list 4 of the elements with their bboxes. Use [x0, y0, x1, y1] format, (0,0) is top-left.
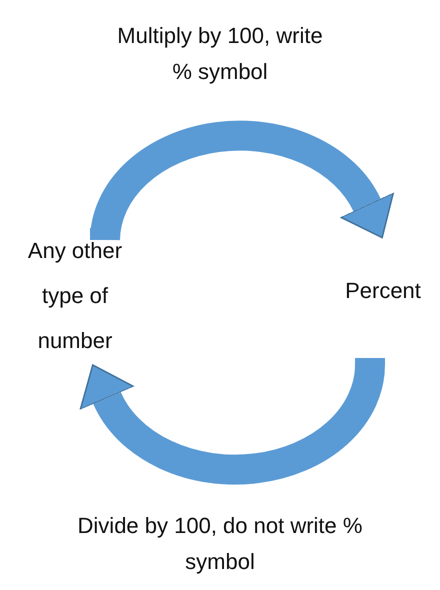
edge-label: Multiply by 100, write % symbol	[116, 22, 324, 86]
edge-label: Divide by 100, do not write % symbol	[76, 512, 364, 576]
node-label: Percent	[344, 277, 422, 305]
node-label: Any other type of number	[26, 237, 124, 355]
